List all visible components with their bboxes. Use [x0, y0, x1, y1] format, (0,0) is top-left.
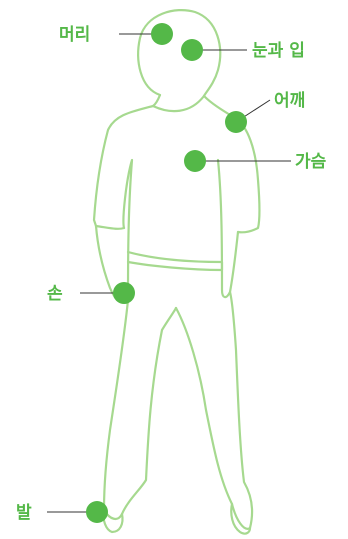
hand-marker [113, 282, 135, 304]
head-label: 머리 [59, 25, 90, 45]
shoulder-marker [225, 111, 247, 133]
left-arm-outline [96, 160, 132, 303]
eyes-mouth-marker [181, 39, 203, 61]
foot-marker [86, 501, 108, 523]
right-leg-outline [176, 292, 252, 529]
person-outline [94, 10, 260, 534]
left-leg-outline [104, 300, 176, 519]
shoulder-label: 어깨 [274, 91, 305, 111]
labels: 머리 눈과 입 어깨 가슴 손 발 [16, 25, 327, 523]
hand-label: 손 [47, 284, 63, 304]
eyes-mouth-label: 눈과 입 [252, 41, 305, 61]
waist-outline [128, 252, 222, 270]
chest-label: 가슴 [295, 152, 327, 172]
foot-label: 발 [16, 503, 32, 523]
chest-marker [184, 150, 206, 172]
leader-lines [47, 34, 291, 512]
head-marker [151, 23, 173, 45]
neck-outline [153, 95, 204, 111]
right-arm-outline [218, 160, 238, 297]
head-outline [138, 10, 220, 96]
